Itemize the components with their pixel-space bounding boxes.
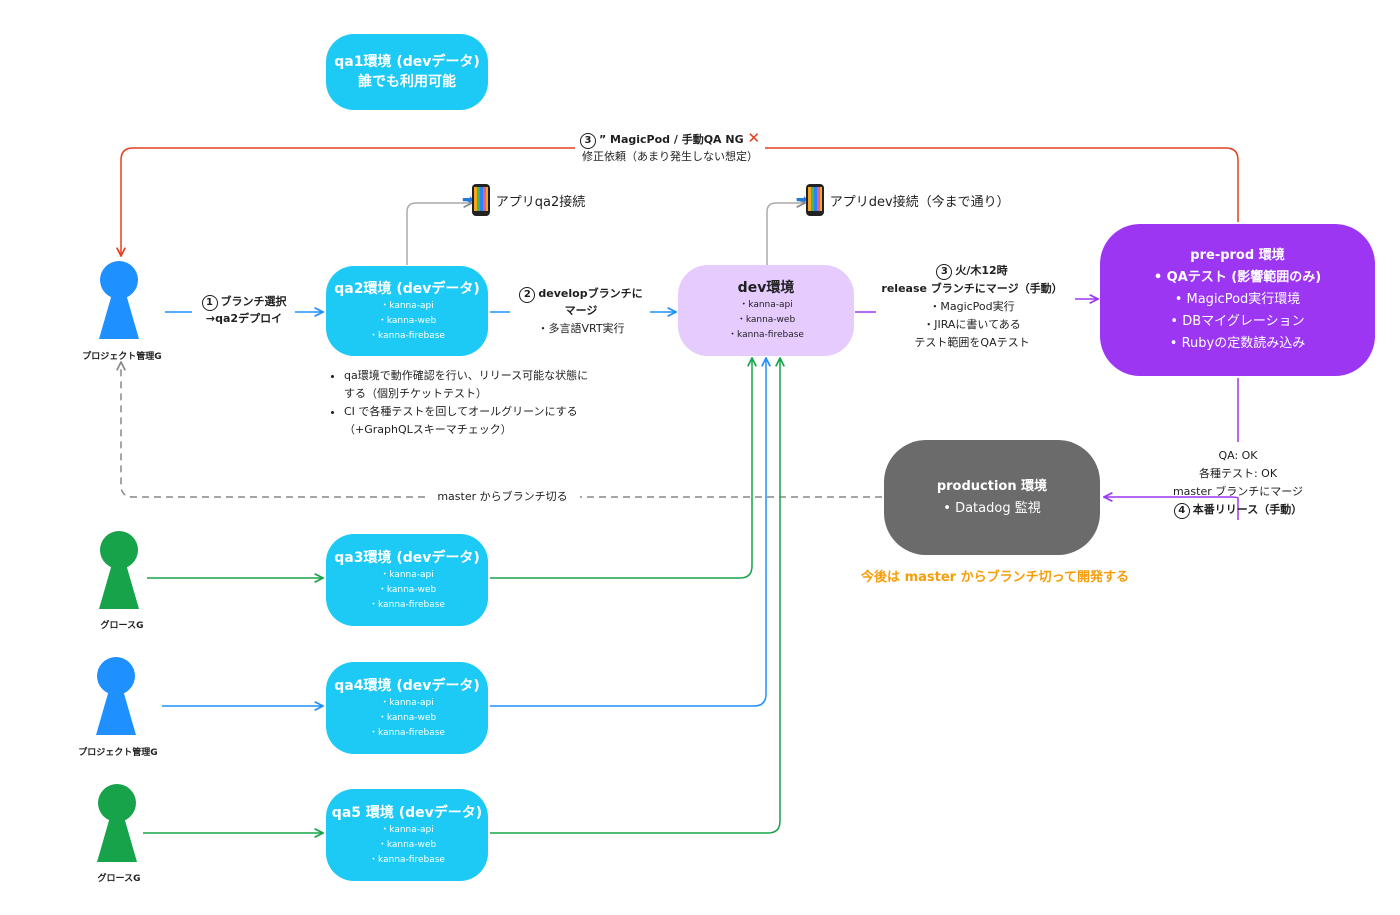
qa1-subtitle: 誰でも利用可能 <box>358 74 456 90</box>
qa3-environment: qa3環境 (devデータ) ・kanna-api ・kanna-web ・ka… <box>326 534 488 626</box>
master-branch-label: master からブランチ切る <box>425 489 580 505</box>
dev-item: ・kanna-web <box>736 315 796 325</box>
edge-dev-app <box>766 203 805 265</box>
step-number: 3 <box>936 264 953 280</box>
app-dev-label: アプリdev接続（今まで通り） <box>829 194 1010 210</box>
edge-ng-loop <box>121 147 1239 256</box>
qa5-item: ・kanna-api <box>380 824 434 835</box>
note-item: CI で各種テストを回してオールグリーンにする（+GraphQLスキーマチェック… <box>344 403 594 439</box>
dev-item: ・kanna-api <box>739 300 793 310</box>
qa5-title: qa5 環境 (devデータ) <box>331 804 483 821</box>
qa3-item: ・kanna-firebase <box>369 599 445 610</box>
qa1-title: qa1環境 (devデータ) <box>334 54 480 70</box>
edge-preprod-production <box>1104 378 1239 520</box>
production-item: • Datadog 監視 <box>943 500 1041 516</box>
preprod-item: • QAテスト (影響範囲のみ) <box>1153 270 1322 285</box>
mobile-phone-icon <box>471 184 490 216</box>
mobile-phone-icon <box>805 184 824 216</box>
arrow-icon: ➡ <box>796 192 808 208</box>
step4-text: QA: OK <box>1218 449 1258 462</box>
qa4-title: qa4環境 (devデータ) <box>334 677 480 694</box>
future-note: 今後は master からブランチ切って開発する <box>861 570 1129 585</box>
qa4-item: ・kanna-firebase <box>369 727 445 738</box>
step3-text: release ブランチにマージ（手動） <box>881 282 1063 295</box>
qa4-environment: qa4環境 (devデータ) ・kanna-api ・kanna-web ・ka… <box>326 662 488 754</box>
cross-mark-icon: ✕ <box>747 129 761 147</box>
step3-ng-label: 3” MagicPod / 手動QA NG ✕ 修正依頼（あまり発生しない想定） <box>560 130 780 165</box>
app-dev-connection: ➡ アプリdev接続（今まで通り） <box>796 184 1010 216</box>
edge-master-branch <box>121 362 882 498</box>
preprod-item: • DBマイグレーション <box>1170 314 1305 329</box>
step-number: 4 <box>1173 503 1190 519</box>
step-number: 1 <box>201 295 218 311</box>
qa5-item: ・kanna-web <box>377 839 437 850</box>
person-label: グロースG <box>100 621 144 631</box>
qa3-title: qa3環境 (devデータ) <box>334 549 480 566</box>
qa4-item: ・kanna-web <box>377 712 437 723</box>
production-environment: production 環境 • Datadog 監視 <box>884 440 1100 555</box>
step2-text: developブランチに <box>538 287 643 300</box>
person-label: プロジェクト管理G <box>78 748 158 758</box>
qa2-item: ・kanna-firebase <box>369 330 445 341</box>
edge-qa3-dev <box>490 358 752 579</box>
step3-text: ・MagicPod実行 <box>929 300 1015 313</box>
step3-text: テスト範囲をQAテスト <box>914 336 1030 349</box>
qa5-item: ・kanna-firebase <box>369 854 445 865</box>
qa1-environment: qa1環境 (devデータ) 誰でも利用可能 <box>326 34 488 110</box>
qa-notes: qa環境で動作確認を行い、リリース可能な状態にする（個別チケットテスト） CI … <box>330 367 594 439</box>
step-number: 2 <box>519 287 536 303</box>
dev-environment: dev環境 ・kanna-api ・kanna-web ・kanna-fireb… <box>678 265 854 356</box>
step2-text: ・多言語VRT実行 <box>537 322 625 335</box>
dev-item: ・kanna-firebase <box>728 330 804 340</box>
step-number: 3 <box>579 133 596 149</box>
edge-qa5-dev <box>490 358 780 834</box>
person-icon <box>97 784 137 862</box>
step2-text: マージ <box>564 304 598 317</box>
dev-title: dev環境 <box>737 280 795 296</box>
edge-qa4-dev <box>490 358 766 707</box>
step1-text: →qa2デプロイ <box>205 312 283 325</box>
step3-ng-text: 修正依頼（あまり発生しない想定） <box>582 150 758 163</box>
qa4-item: ・kanna-api <box>380 697 434 708</box>
step1-text: ブランチ選択 <box>220 295 287 308</box>
qa2-item: ・kanna-web <box>377 315 437 326</box>
person-icon <box>99 531 139 609</box>
app-qa2-label: アプリqa2接続 <box>495 194 586 210</box>
preprod-item: • Rubyの定数読み込み <box>1169 336 1306 351</box>
preprod-item: • MagicPod実行環境 <box>1174 292 1301 307</box>
preprod-title: pre-prod 環境 <box>1190 248 1285 263</box>
qa3-item: ・kanna-api <box>380 569 434 580</box>
app-qa2-connection: ➡ アプリqa2接続 <box>462 184 585 216</box>
step4-text: master ブランチにマージ <box>1172 485 1304 498</box>
qa2-environment: qa2環境 (devデータ) ・kanna-api ・kanna-web ・ka… <box>326 266 488 356</box>
qa2-item: ・kanna-api <box>380 300 434 311</box>
qa3-item: ・kanna-web <box>377 584 437 595</box>
preprod-environment: pre-prod 環境 • QAテスト (影響範囲のみ) • MagicPod実… <box>1100 224 1375 376</box>
arrow-icon: ➡ <box>462 192 474 208</box>
production-title: production 環境 <box>936 478 1048 494</box>
person-icon <box>96 657 136 735</box>
person-label: グロースG <box>97 874 141 884</box>
step3-ng-text: ” MagicPod / 手動QA NG <box>598 133 744 146</box>
step4-text: 各種テスト: OK <box>1198 467 1278 480</box>
person-label: プロジェクト管理G <box>82 352 162 362</box>
edge-dev-preprod <box>855 299 1098 313</box>
step3-text: ・JIRAに書いてある <box>923 318 1021 331</box>
qa5-environment: qa5 環境 (devデータ) ・kanna-api ・kanna-web ・k… <box>326 789 488 881</box>
step4-text: 本番リリース（手動） <box>1192 503 1303 516</box>
person-icon <box>99 261 139 339</box>
qa2-title: qa2環境 (devデータ) <box>334 280 480 297</box>
note-item: qa環境で動作確認を行い、リリース可能な状態にする（個別チケットテスト） <box>344 367 594 403</box>
edge-qa2-app <box>406 203 472 265</box>
step3-text: 火/木12時 <box>955 264 1008 277</box>
